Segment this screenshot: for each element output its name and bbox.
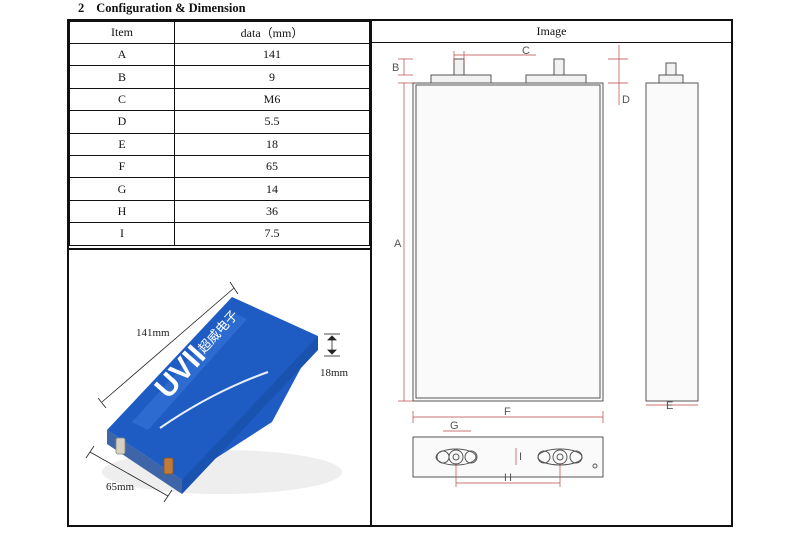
item-cell: I [69,222,175,246]
dim-label-f: F [504,406,511,418]
dim-label-i: I [519,451,522,463]
value-cell: 9 [174,65,370,89]
technical-drawing: A B C D F E G H I [376,45,726,493]
item-cell: H [69,199,175,224]
item-cell: E [69,132,175,156]
dim-label-c: C [522,45,530,57]
dim-label-e: E [666,400,673,412]
image-column-header: Image [372,21,731,43]
value-cell: 5.5 [174,110,370,134]
item-cell: A [69,42,175,67]
dim-label-b: B [392,62,399,74]
section-heading: 2 Configuration & Dimension [78,1,246,16]
section-number: 2 [78,1,85,15]
spec-frame [67,19,733,527]
value-cell: M6 [174,87,370,112]
value-cell: 7.5 [174,222,370,246]
photo-length-label: 141mm [136,327,170,339]
side-view [645,62,699,402]
value-cell: 141 [174,42,370,67]
table-header-row: Item data（mm） [69,21,370,44]
item-cell: G [69,177,175,201]
header-data: data（mm） [174,21,370,44]
photo-width-label: 65mm [106,481,135,493]
item-cell: C [69,87,175,112]
brand-swoosh [159,371,269,429]
item-cell: F [69,154,175,179]
photo-dimension-lines [85,281,340,503]
front-view [412,58,604,402]
header-item: Item [69,21,175,44]
dim-label-a: A [394,238,402,250]
photo-thickness-label: 18mm [320,367,349,379]
dim-label-h: H [504,472,512,484]
value-cell: 65 [174,154,370,179]
item-cell: D [69,110,175,134]
dim-label-d: D [622,94,630,106]
dim-label-g: G [450,420,459,432]
section-title: Configuration & Dimension [96,1,246,15]
top-view [412,436,604,478]
product-photo: UVII 超威电子 141mm 18mm 65mm [72,252,368,524]
item-cell: B [69,65,175,89]
value-cell: 18 [174,132,370,156]
value-cell: 14 [174,177,370,201]
value-cell: 36 [174,199,370,224]
column-divider [370,19,372,527]
photo-divider [69,248,370,250]
